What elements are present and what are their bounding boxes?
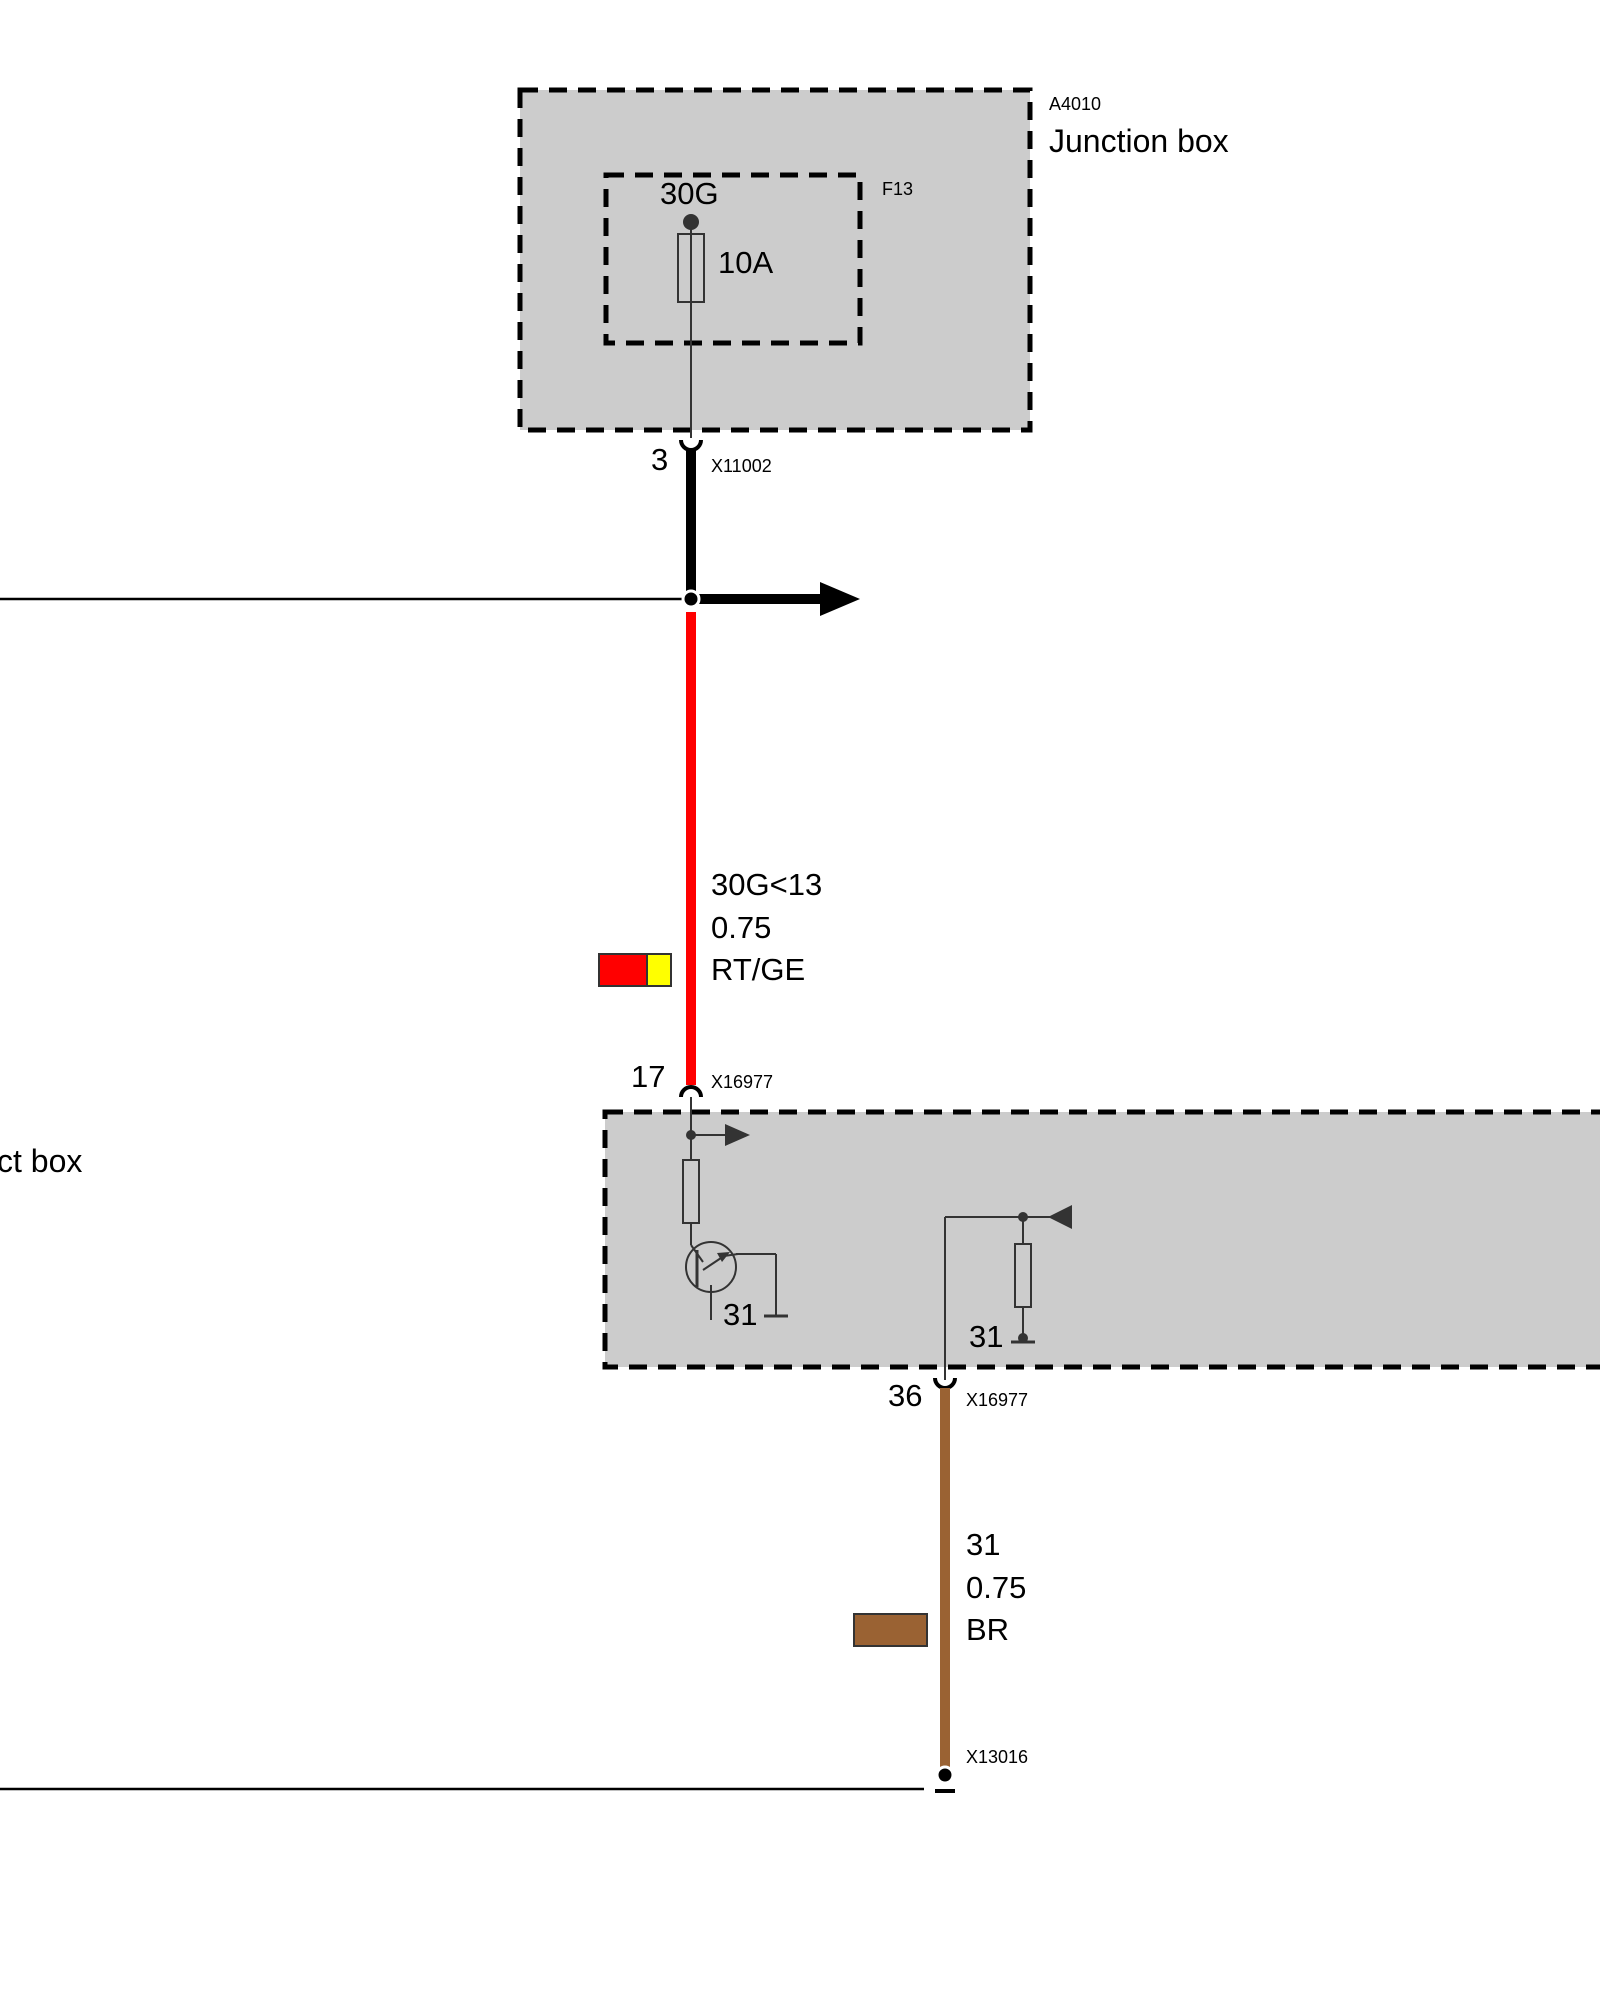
- connector-x16977-output[interactable]: 36 X16977: [888, 1377, 1028, 1413]
- junction-box-name: Junction box: [1049, 123, 1229, 159]
- fuse-rating: 10A: [718, 245, 773, 280]
- continuation-arrow-icon[interactable]: [820, 582, 860, 616]
- wire-upper-gauge: 0.75: [711, 910, 771, 945]
- wire-upper-label: 30G<13 0.75 RT/GE: [598, 867, 822, 987]
- lower-module[interactable]: ct box 17 X16977 31: [0, 1059, 1600, 1413]
- wire-color-swatch-brown: [853, 1613, 928, 1647]
- junction-box-outline: [517, 87, 1033, 433]
- ground-point-id: X13016: [966, 1747, 1028, 1767]
- connector-pin-icon: [679, 439, 703, 452]
- lower-module-name: ct box: [0, 1143, 82, 1179]
- wire-color-swatch-yellow: [646, 953, 672, 987]
- input-connector-id: X16977: [711, 1072, 773, 1092]
- wire-color-swatch-red: [598, 953, 648, 987]
- output-connector-id: X16977: [966, 1390, 1028, 1410]
- lower-module-outline: [602, 1109, 1600, 1370]
- wire-lower-signal: 31: [966, 1527, 1000, 1562]
- wire-upper-signal: 30G<13: [711, 867, 822, 902]
- wire-upper-color-code: RT/GE: [711, 952, 805, 987]
- output-pin-number: 36: [888, 1378, 922, 1413]
- ground-label-left: 31: [723, 1297, 757, 1332]
- wire-lower-gauge: 0.75: [966, 1570, 1026, 1605]
- output-circuit: 31: [944, 1205, 1072, 1380]
- wire-lower-label: 31 0.75 BR: [853, 1527, 1026, 1647]
- connector-id: X11002: [711, 456, 772, 476]
- fuse-outline: [603, 172, 863, 346]
- ground-point-x13016[interactable]: X13016: [935, 1747, 1028, 1793]
- fuse-id: F13: [882, 179, 913, 199]
- fuse-f13[interactable]: F13 30G 10A: [603, 172, 913, 438]
- input-pin-number: 17: [631, 1059, 665, 1094]
- input-circuit: 31: [682, 1097, 788, 1332]
- junction-box[interactable]: A4010 Junction box F13 30G 10A 3 X11002: [517, 87, 1229, 477]
- ground-point-dot: [935, 1765, 955, 1785]
- internal-arrow-icon: [725, 1124, 750, 1146]
- connector-x11002[interactable]: 3 X11002: [651, 439, 772, 477]
- splice-dot: [681, 589, 701, 609]
- fuse-terminal-label: 30G: [660, 176, 719, 211]
- connector-pin-number: 3: [651, 442, 668, 477]
- internal-arrow-icon: [1048, 1205, 1072, 1229]
- ground-label-right: 31: [969, 1319, 1003, 1354]
- junction-box-id: A4010: [1049, 94, 1101, 114]
- wire-lower-color-code: BR: [966, 1612, 1009, 1647]
- connector-pin-icon: [679, 1085, 703, 1098]
- connector-x16977-input[interactable]: 17 X16977: [631, 1059, 773, 1098]
